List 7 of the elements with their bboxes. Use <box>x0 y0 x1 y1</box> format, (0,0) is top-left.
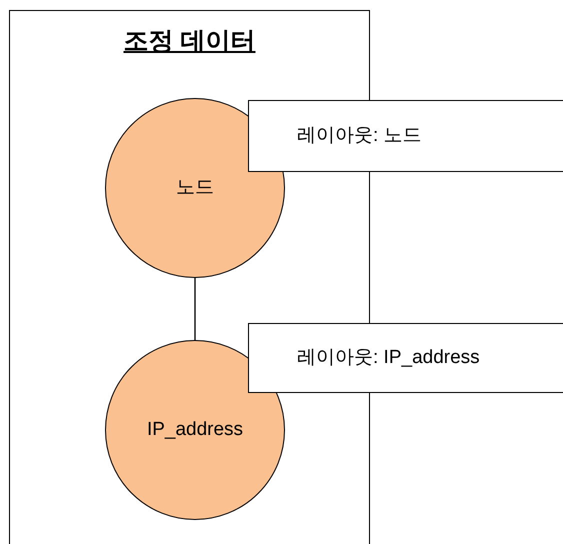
layout-label: 레이아웃: IP_address <box>297 346 480 370</box>
label-box <box>248 323 563 393</box>
layout-label: 레이아웃: 노드 <box>297 124 422 148</box>
label-box <box>248 100 563 172</box>
connector-line <box>194 278 196 340</box>
node-label: IP_address <box>146 418 244 442</box>
node-label: 노드 <box>176 176 214 200</box>
